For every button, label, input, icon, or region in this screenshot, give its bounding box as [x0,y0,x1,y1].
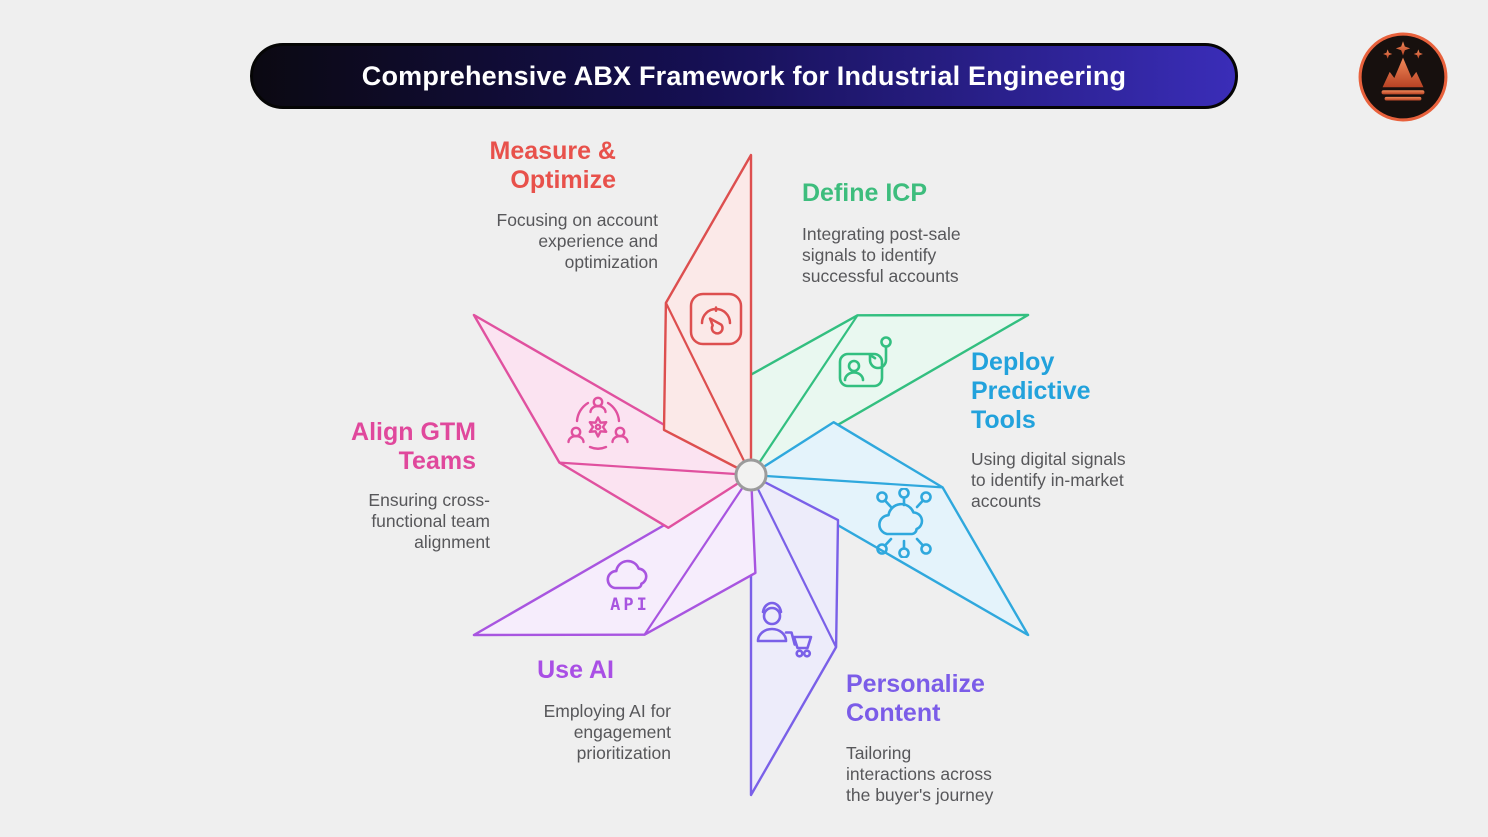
heading-define-icp: Define ICP [802,179,928,207]
pinwheel-fold-define [750,314,859,476]
title-banner: Comprehensive ABX Framework for Industri… [250,43,1238,109]
heading-deploy-predictive-tools: Deploy Predictive Tools [971,348,1091,434]
pinwheel-fold-personalize [750,474,838,648]
pinwheel-fold-measure [664,302,752,476]
desc-measure-optimize: Focusing on account experience and optim… [496,210,659,272]
cloud-network-icon [876,488,932,558]
desc-use-ai: Employing AI for engagement prioritizati… [543,701,671,763]
pinwheel-fold-deploy [750,473,943,489]
desc-align-gtm-teams: Ensuring cross- functional team alignmen… [368,490,490,552]
crown-mountain-logo [1358,32,1448,122]
crown-icon [1381,41,1425,101]
heading-use-ai: Use AI [537,656,614,684]
pinwheel-fold-useai [643,474,752,636]
desc-deploy-predictive-tools: Using digital signals to identify in-mar… [971,449,1126,511]
person-cart-icon [756,601,813,658]
heading-align-gtm-teams: Align GTM Teams [351,418,476,475]
heading-personalize-content: Personalize Content [846,670,985,727]
desc-personalize-content: Tailoring interactions across the buyer'… [846,743,994,805]
page-title: Comprehensive ABX Framework for Industri… [361,60,1127,91]
person-hook-icon [838,336,892,388]
pinwheel-fold-align [559,461,752,477]
gauge-icon [689,292,743,346]
desc-define-icp: Integrating post-sale signals to identif… [802,224,961,286]
pinwheel-hub [734,458,768,492]
team-gear-icon [567,396,629,450]
svg-text:API: API [610,595,650,615]
api-cloud-icon: API [606,559,650,615]
heading-measure-optimize: Measure & Optimize [489,137,616,194]
